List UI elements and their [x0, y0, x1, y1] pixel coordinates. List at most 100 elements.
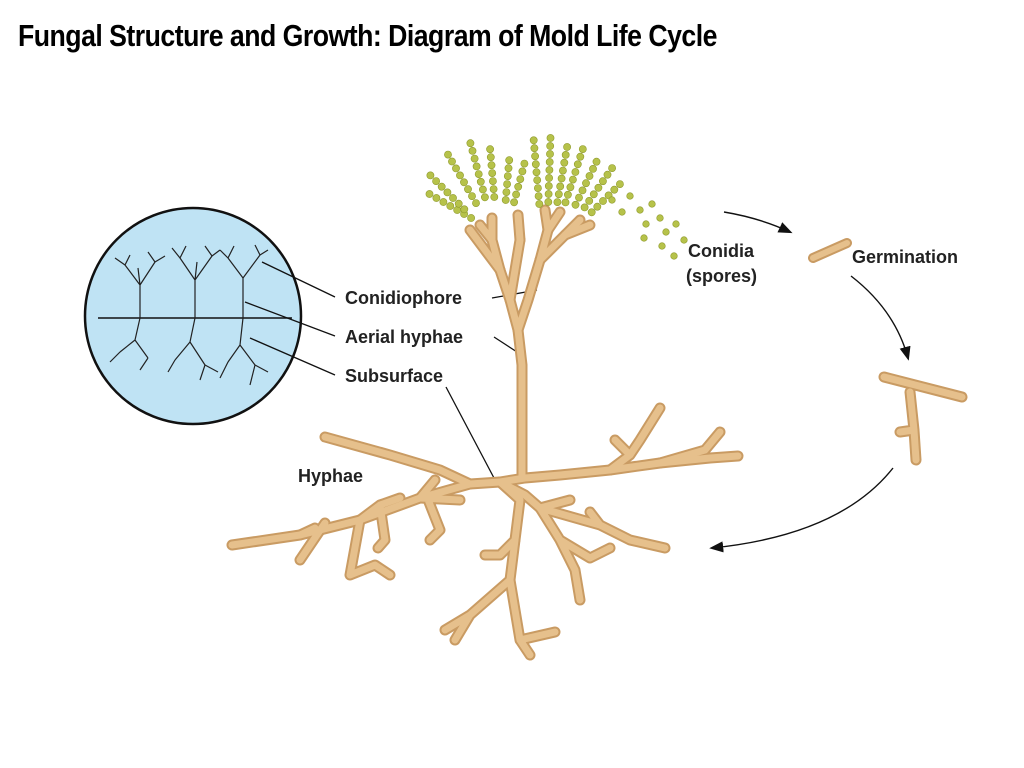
spore	[599, 197, 607, 205]
spore	[546, 150, 554, 158]
spore	[454, 199, 463, 208]
spore	[466, 139, 475, 148]
spore	[520, 159, 529, 168]
spore	[464, 185, 472, 194]
spore	[460, 178, 468, 187]
germinating-spore	[808, 238, 852, 263]
young-hypha	[878, 371, 968, 466]
label-conidia: Conidia	[688, 241, 755, 261]
spore	[585, 196, 594, 205]
spore	[571, 168, 580, 176]
spore	[534, 192, 543, 200]
spore	[516, 175, 525, 183]
spore	[501, 196, 510, 204]
spore	[582, 179, 590, 188]
spore	[486, 145, 494, 154]
spore	[578, 145, 587, 153]
spore	[439, 198, 448, 206]
released-spore	[640, 234, 648, 242]
spore	[533, 176, 542, 184]
spore	[529, 136, 538, 145]
spore	[545, 174, 553, 182]
spore	[448, 157, 456, 166]
arrow-to-growth	[850, 275, 911, 361]
spore	[563, 143, 571, 151]
spore	[594, 183, 603, 192]
spore	[546, 134, 555, 142]
spore	[531, 152, 539, 161]
spore	[566, 183, 575, 192]
spore	[472, 162, 481, 171]
spore	[544, 182, 553, 190]
label-subsurface: Subsurface	[345, 366, 443, 386]
diagram-title: Fungal Structure and Growth: Diagram of …	[18, 18, 717, 53]
released-spore	[608, 196, 616, 204]
spore	[518, 167, 527, 176]
released-spores	[608, 192, 688, 260]
released-spore	[642, 220, 650, 228]
released-spore	[618, 208, 626, 216]
spore	[569, 175, 577, 184]
spore	[603, 170, 612, 179]
spore	[510, 198, 518, 207]
label-conidiophore: Conidiophore	[345, 288, 462, 308]
conidia-chains	[425, 134, 624, 222]
spore	[467, 214, 475, 222]
spore	[443, 188, 452, 197]
spore	[478, 185, 487, 194]
spore	[593, 202, 602, 211]
spore	[535, 200, 544, 208]
arrow-to-germination	[723, 211, 793, 234]
spore	[460, 205, 469, 214]
spore	[544, 190, 553, 198]
spore	[578, 186, 587, 195]
spore	[425, 190, 434, 198]
spore	[444, 150, 452, 159]
spore	[446, 202, 455, 210]
spore	[474, 170, 483, 178]
released-spore	[670, 252, 678, 260]
spore	[486, 153, 495, 162]
label-germination: Germination	[852, 247, 958, 267]
spore	[553, 198, 562, 206]
spore	[468, 192, 476, 200]
spore	[488, 169, 497, 177]
spore	[472, 199, 480, 207]
mycelium	[226, 204, 744, 661]
life-cycle-arrows	[709, 211, 911, 553]
spore	[505, 156, 514, 165]
spore	[546, 142, 555, 150]
spore	[456, 171, 464, 180]
spore	[585, 172, 594, 180]
spore	[589, 164, 597, 173]
label-spores: (spores)	[686, 266, 757, 286]
spore	[599, 177, 607, 186]
spore	[432, 177, 440, 185]
spore	[476, 177, 485, 186]
spore	[426, 171, 435, 180]
leader-lines	[244, 261, 538, 479]
spore	[437, 182, 446, 191]
spore	[490, 193, 499, 201]
spore	[545, 158, 554, 166]
released-spore	[672, 220, 680, 228]
spore	[560, 158, 569, 167]
spore	[453, 206, 462, 214]
spore	[449, 194, 457, 202]
spore	[488, 177, 497, 185]
spore	[432, 194, 441, 202]
spore	[544, 198, 553, 206]
released-spore	[662, 228, 670, 236]
spore	[564, 190, 572, 199]
released-spore	[680, 236, 688, 244]
spore	[480, 193, 489, 202]
spore	[452, 164, 460, 173]
spore	[487, 161, 496, 170]
spore	[514, 182, 523, 191]
spore	[561, 150, 570, 159]
spore	[589, 190, 598, 199]
spore	[556, 182, 565, 191]
label-aerial-hyphae: Aerial hyphae	[345, 327, 463, 347]
spore	[580, 203, 589, 212]
spore	[573, 160, 582, 169]
